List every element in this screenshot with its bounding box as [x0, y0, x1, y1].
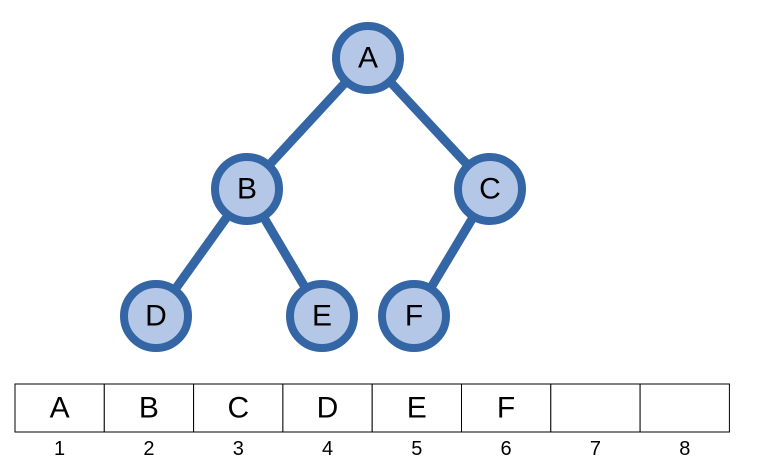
array-cell-value: F: [497, 392, 515, 425]
array-cell-box: [14, 383, 105, 433]
array-cell-value: C: [227, 392, 249, 425]
array-index-7: 7: [590, 438, 601, 460]
array-cell-8: [639, 383, 730, 433]
array-index-5: 5: [411, 438, 422, 460]
array-cell-box: [461, 383, 552, 433]
tree-node-label: B: [237, 173, 257, 206]
array-representation: A B C D E F: [14, 383, 730, 433]
array-index-4: 4: [322, 438, 333, 460]
tree-node-circle: [378, 280, 450, 352]
tree-node-b: B: [211, 153, 283, 225]
array-cell-box: [550, 383, 641, 433]
array-cell-box: [371, 383, 463, 433]
array-cell-box: [639, 383, 730, 433]
tree-node-label: C: [479, 173, 501, 206]
array-index-1: 1: [54, 438, 65, 460]
array-cell-box: [103, 383, 195, 433]
tree-node-label: E: [312, 300, 332, 333]
array-cell-1: A: [14, 383, 105, 433]
tree-node-circle: [332, 22, 404, 94]
tree-node-circle: [211, 153, 283, 225]
tree-node-circle: [120, 280, 192, 352]
array-cell-value: D: [317, 392, 339, 425]
array-cell-value: A: [50, 392, 70, 425]
tree-node-label: D: [145, 300, 167, 333]
tree-node-circle: [454, 153, 526, 225]
tree-node-d: D: [120, 280, 192, 352]
array-index-6: 6: [501, 438, 512, 460]
array-cell-4: D: [282, 383, 373, 433]
tree-node-f: F: [378, 280, 450, 352]
array-indices: 1 2 3 4 5 6 7 8: [54, 438, 690, 460]
array-index-3: 3: [233, 438, 244, 460]
array-cell-7: [550, 383, 641, 433]
tree-nodes: A B C D E F: [120, 22, 526, 352]
array-index-2: 2: [143, 438, 154, 460]
array-cell-value: E: [407, 392, 427, 425]
array-cell-5: E: [371, 383, 463, 433]
tree-node-a: A: [332, 22, 404, 94]
tree-node-c: C: [454, 153, 526, 225]
array-cell-3: C: [193, 383, 284, 433]
array-cell-value: B: [139, 392, 159, 425]
array-cell-2: B: [103, 383, 195, 433]
array-cell-box: [282, 383, 373, 433]
tree-edges: [152, 54, 494, 319]
tree-node-label: F: [405, 300, 423, 333]
tree-node-label: A: [358, 42, 378, 75]
array-cell-6: F: [461, 383, 552, 433]
array-index-8: 8: [679, 438, 690, 460]
tree-node-circle: [286, 280, 358, 352]
array-cell-box: [193, 383, 284, 433]
tree-node-e: E: [286, 280, 358, 352]
